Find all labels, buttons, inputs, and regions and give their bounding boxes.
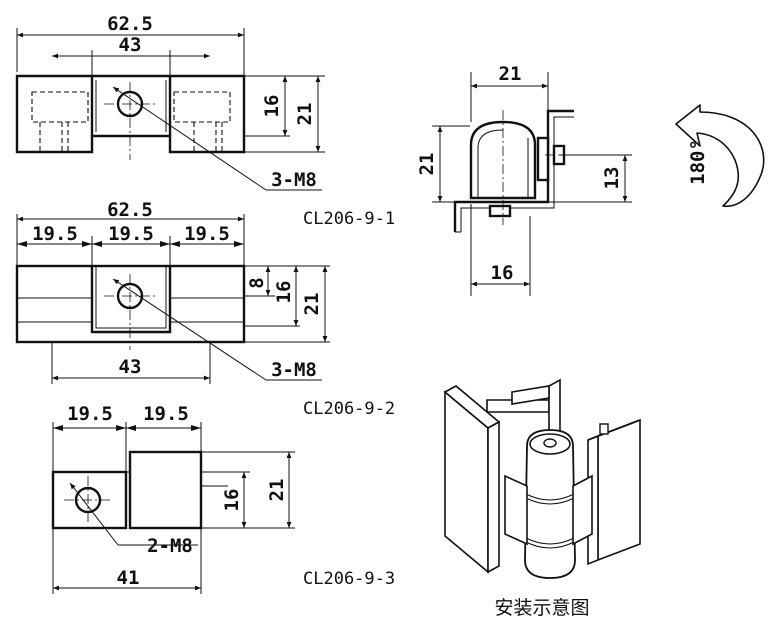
hole-spec: 3-M8 [271, 359, 317, 381]
view-cl206-9-2: 62.5 19.5 19.5 19.5 8 16 21 43 3-M8 CL20 [15, 199, 395, 419]
dim-seg-3: 19.5 [184, 223, 230, 245]
dim-overall-width: 62.5 [107, 199, 153, 221]
dim-right-height: 13 [601, 167, 623, 190]
dim-seg-2: 19.5 [108, 223, 154, 245]
view-cl206-9-1: 62.5 43 16 21 3-M8 CL206-9-1 [15, 13, 395, 229]
dim-top-width: 21 [499, 63, 522, 85]
model-label-cl206-9-2: CL206-9-2 [303, 399, 395, 419]
dim-small-height: 8 [246, 277, 268, 288]
dim-overall-width: 62.5 [107, 13, 153, 35]
dim-outer-height: 21 [301, 293, 323, 316]
dim-bottom-width: 43 [119, 356, 142, 378]
dim-overall-width: 41 [117, 567, 140, 589]
dim-left-height: 21 [416, 153, 438, 176]
dim-seg-2: 19.5 [143, 403, 189, 425]
model-label-cl206-9-3: CL206-9-3 [303, 569, 395, 589]
view-cl206-9-3: 19.5 19.5 16 21 2-M8 41 CL206-9-3 [51, 403, 395, 594]
dim-seg-1: 19.5 [32, 223, 78, 245]
dim-outer-height: 21 [266, 479, 288, 502]
hole-spec: 2-M8 [147, 535, 193, 557]
rotation-arrow-icon: 180° [675, 104, 765, 208]
installation-illustration: 安装示意图 [443, 378, 641, 619]
dim-outer-height: 21 [294, 103, 316, 126]
dim-inner-height: 16 [261, 95, 283, 118]
isometric-caption: 安装示意图 [494, 597, 589, 619]
side-view: 21 21 13 16 [416, 63, 632, 296]
dim-center-width: 43 [119, 34, 142, 56]
dim-bottom-width: 16 [491, 262, 514, 284]
hole-spec: 3-M8 [271, 169, 317, 191]
dim-inner-height: 16 [221, 489, 243, 512]
dim-inner-height: 16 [273, 281, 295, 304]
model-label-cl206-9-1: CL206-9-1 [303, 209, 395, 229]
rotation-angle: 180° [687, 139, 709, 185]
dim-seg-1: 19.5 [67, 403, 113, 425]
